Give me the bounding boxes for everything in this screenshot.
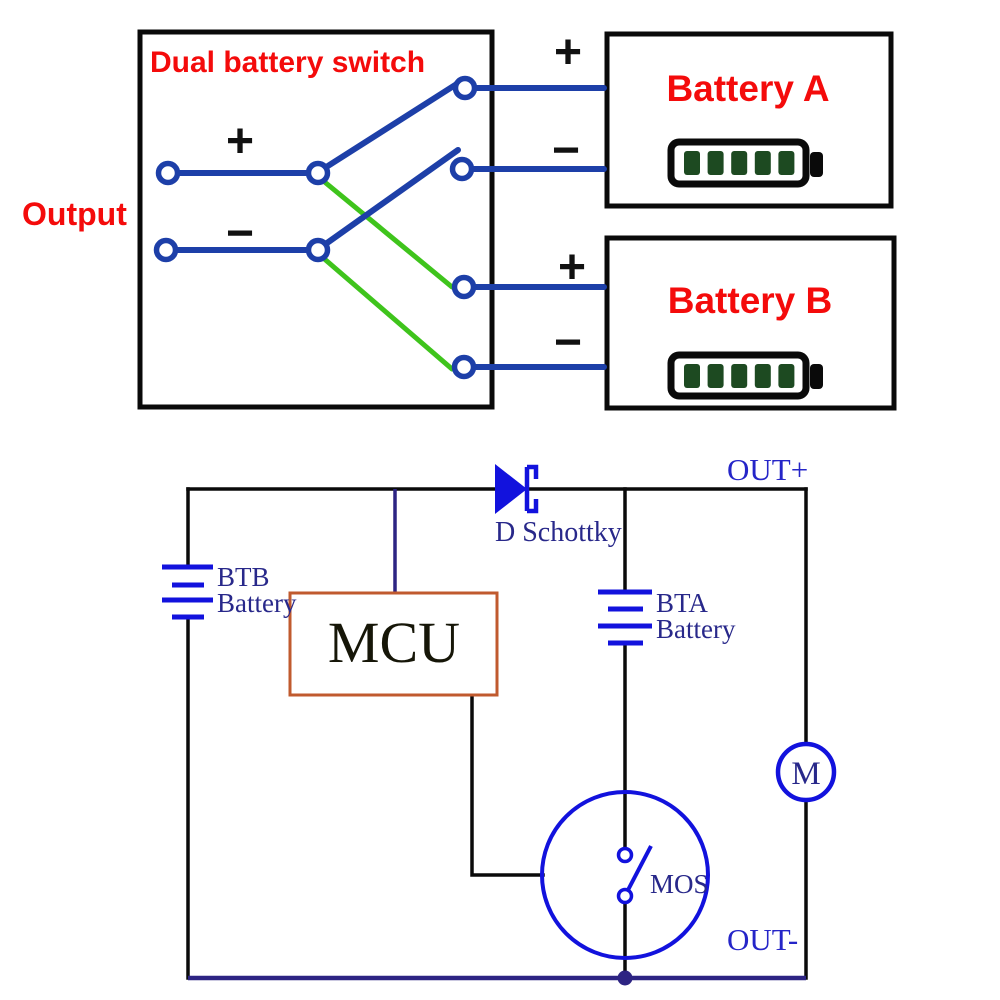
green-wire — [318, 253, 455, 372]
mos-label: MOS — [650, 869, 709, 899]
mos-blade — [626, 845, 653, 891]
motor-label: M — [791, 756, 820, 792]
minus-label-battery-a: − — [552, 124, 580, 177]
motor: M — [775, 741, 837, 803]
plus-label-battery-a: + — [554, 26, 582, 79]
battery-cell — [731, 151, 748, 175]
out-plus-label: OUT+ — [727, 452, 808, 487]
diode-label: D Schottky — [495, 517, 622, 548]
battery-cell — [684, 364, 700, 388]
motor-circle — [775, 741, 837, 803]
dual-battery-switch-box — [137, 29, 495, 410]
switch-wires — [169, 77, 607, 370]
btb-name: BTB — [217, 562, 270, 592]
switch-blade-plus — [317, 77, 466, 174]
minus-label-output: − — [226, 207, 254, 260]
mos-contact-lower — [616, 887, 634, 905]
battery-icon-nub — [810, 364, 823, 389]
battery-cell — [684, 151, 700, 175]
battery-cell — [707, 151, 724, 175]
bta-name: BTA — [656, 588, 708, 618]
terminal-output-plus — [155, 160, 181, 186]
battery-cell — [778, 364, 795, 388]
polarity-labels: + − + − + − — [226, 26, 586, 369]
battery-cell — [778, 151, 795, 175]
mos-contact-upper — [616, 846, 634, 864]
battery-cell — [754, 364, 771, 388]
terminal-b-plus — [451, 274, 477, 300]
junction-dot — [617, 970, 633, 986]
green-wire — [318, 176, 455, 290]
terminal-pole-minus — [305, 237, 331, 263]
terminal-a-minus — [449, 156, 475, 182]
switch-title: Dual battery switch — [150, 46, 425, 79]
battery-cell — [707, 364, 724, 388]
schematic-labels: BTB Battery BTA Battery D Schottky MOS — [217, 517, 736, 899]
out-minus-label: OUT- — [727, 922, 798, 957]
wire-mcu-to-mos — [470, 695, 545, 877]
inactive-switch-paths — [318, 176, 455, 372]
mcu-box — [288, 591, 499, 697]
battery-a-cells — [684, 151, 795, 175]
diode-triangle — [495, 464, 527, 514]
switch-terminals — [153, 75, 478, 380]
battery-cell — [754, 151, 771, 175]
diode-cathode-bar — [524, 464, 539, 514]
plus-label-output: + — [226, 115, 254, 168]
battery-a-label: Battery A — [666, 68, 829, 109]
terminal-pole-plus — [305, 160, 331, 186]
btb-battery-symbol — [162, 564, 213, 620]
battery-b-label: Battery B — [668, 280, 833, 321]
battery-b-cells — [684, 364, 795, 388]
mos-switch — [540, 790, 710, 960]
mos-circle — [540, 790, 710, 960]
bta-type: Battery — [656, 614, 736, 644]
schottky-diode — [495, 464, 539, 514]
schematic-wires — [186, 487, 808, 980]
battery-b-icon — [667, 351, 823, 400]
battery-cell — [731, 364, 748, 388]
output-label: Output — [22, 196, 127, 232]
plus-label-battery-b: + — [558, 241, 586, 294]
battery-icon-nub — [810, 152, 823, 177]
terminal-output-minus — [153, 237, 179, 263]
terminal-a-plus — [452, 75, 478, 101]
switch-blade-minus — [317, 147, 461, 251]
minus-label-battery-b: − — [554, 316, 582, 369]
terminal-b-minus — [451, 354, 477, 380]
btb-type: Battery — [217, 588, 297, 618]
bta-battery-symbol — [598, 589, 652, 646]
mcu-label: MCU — [328, 610, 460, 675]
battery-a-icon — [667, 138, 823, 188]
